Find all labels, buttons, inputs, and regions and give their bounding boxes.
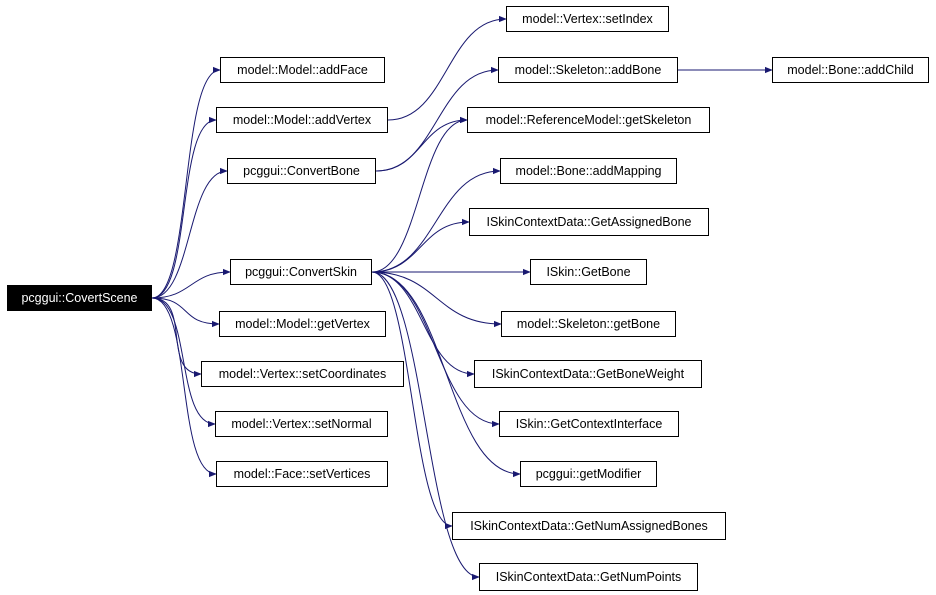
node-iskin-getbone[interactable]: ISkin::GetBone bbox=[530, 259, 647, 285]
edge-covertscene-to-addvertex bbox=[151, 116, 217, 299]
edge-convertskin-to-getnumassignedbones bbox=[371, 271, 453, 530]
node-bone-addmapping[interactable]: model::Bone::addMapping bbox=[500, 158, 677, 184]
edge-convertskin-to-getassignedbone bbox=[371, 218, 470, 273]
node-skincontext-getnumpoints[interactable]: ISkinContextData::GetNumPoints bbox=[479, 563, 698, 591]
edge-covertscene-to-setcoordinates bbox=[151, 297, 202, 378]
node-model-getvertex[interactable]: model::Model::getVertex bbox=[219, 311, 386, 337]
node-model-addvertex[interactable]: model::Model::addVertex bbox=[216, 107, 388, 133]
node-convertbone[interactable]: pcggui::ConvertBone bbox=[227, 158, 376, 184]
node-skeleton-getbone[interactable]: model::Skeleton::getBone bbox=[501, 311, 676, 337]
node-vertex-setindex[interactable]: model::Vertex::setIndex bbox=[506, 6, 669, 32]
node-convertskin[interactable]: pcggui::ConvertSkin bbox=[230, 259, 372, 285]
node-referencemodel-getskeleton[interactable]: model::ReferenceModel::getSkeleton bbox=[467, 107, 710, 133]
edge-convertskin-to-getnumpoints bbox=[371, 271, 480, 581]
node-skeleton-addbone[interactable]: model::Skeleton::addBone bbox=[498, 57, 678, 83]
edge-covertscene-to-convertbone bbox=[151, 167, 228, 299]
node-skincontext-getnumassignedbones[interactable]: ISkinContextData::GetNumAssignedBones bbox=[452, 512, 726, 540]
edge-convertskin-to-skeletongetbone bbox=[371, 271, 502, 328]
node-vertex-setcoordinates[interactable]: model::Vertex::setCoordinates bbox=[201, 361, 404, 387]
node-iskin-getcontextinterface[interactable]: ISkin::GetContextInterface bbox=[499, 411, 679, 437]
node-face-setvertices[interactable]: model::Face::setVertices bbox=[216, 461, 388, 487]
edge-covertscene-to-getvertex bbox=[151, 297, 220, 328]
edge-covertscene-to-convertskin bbox=[151, 268, 231, 299]
edge-addvertex-to-setindex bbox=[387, 15, 507, 121]
node-getmodifier[interactable]: pcggui::getModifier bbox=[520, 461, 657, 487]
node-covertscene: pcggui::CovertScene bbox=[7, 285, 152, 311]
edge-convertskin-to-getmodifier bbox=[371, 271, 521, 478]
node-vertex-setnormal[interactable]: model::Vertex::setNormal bbox=[215, 411, 388, 437]
edge-covertscene-to-setvertices bbox=[151, 297, 217, 478]
node-bone-addchild[interactable]: model::Bone::addChild bbox=[772, 57, 929, 83]
edge-covertscene-to-setnormal bbox=[151, 297, 216, 428]
edge-convertskin-to-getskeleton bbox=[371, 116, 468, 273]
edge-covertscene-to-addface bbox=[151, 66, 221, 299]
node-skincontext-getassignedbone[interactable]: ISkinContextData::GetAssignedBone bbox=[469, 208, 709, 236]
node-model-addface[interactable]: model::Model::addFace bbox=[220, 57, 385, 83]
node-skincontext-getboneweight[interactable]: ISkinContextData::GetBoneWeight bbox=[474, 360, 702, 388]
edge-convertbone-to-getskeleton bbox=[375, 116, 468, 172]
